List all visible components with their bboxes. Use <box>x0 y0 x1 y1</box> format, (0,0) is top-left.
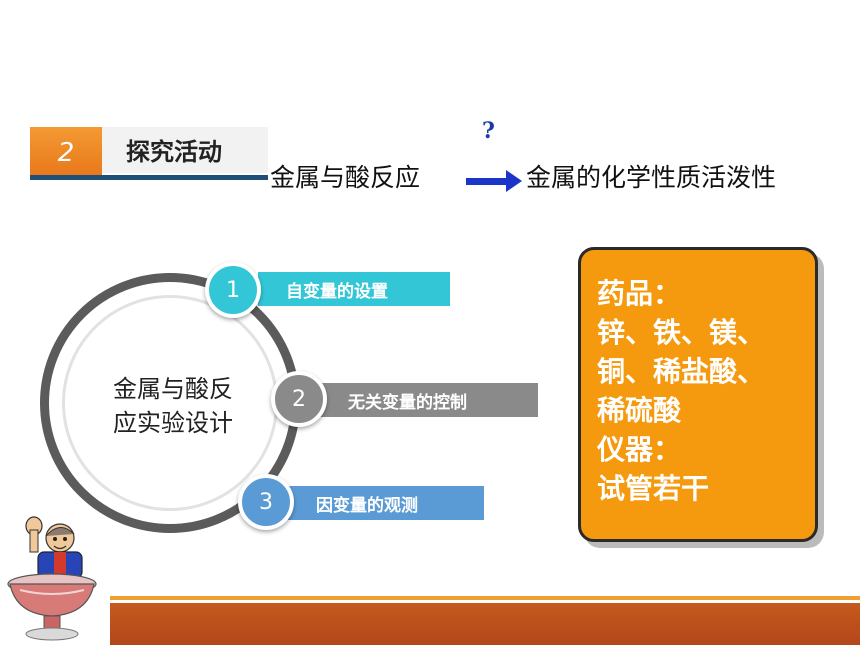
materials-line: 铜、稀盐酸、 <box>597 355 766 388</box>
step-1-circle[interactable]: 1 <box>205 262 261 318</box>
step-3-number: 3 <box>259 489 273 515</box>
relation-question-mark: ? <box>482 118 495 144</box>
step-2-bar[interactable]: 无关变量的控制 <box>320 383 538 417</box>
step-1-label: 自变量的设置 <box>286 281 388 302</box>
right-arrow-head-icon <box>506 170 522 192</box>
section-number: 2 <box>57 138 75 168</box>
materials-line: 药品： <box>597 277 682 310</box>
footer-accent-line <box>110 596 860 600</box>
section-tab-background <box>88 127 268 173</box>
relation-left-text: 金属与酸反应 <box>270 163 421 192</box>
ring-text-line-2: 应实验设计 <box>113 409 233 437</box>
materials-line: 试管若干 <box>597 472 710 505</box>
step-3-label: 因变量的观测 <box>316 495 418 516</box>
relation-right-text: 金属的化学性质活泼性 <box>526 163 777 192</box>
materials-box: 药品： 锌、铁、镁、 铜、稀盐酸、 稀硫酸 仪器： 试管若干 <box>578 247 818 542</box>
ring-center-text: 金属与酸反 应实验设计 <box>88 372 258 440</box>
section-underline <box>30 175 268 180</box>
section-number-badge: 2 <box>30 127 102 179</box>
materials-line: 锌、铁、镁、 <box>597 316 766 349</box>
materials-line: 稀硫酸 <box>597 394 682 427</box>
ring-text-line-1: 金属与酸反 <box>113 375 233 403</box>
section-title: 探究活动 <box>126 138 222 166</box>
step-1-bar[interactable]: 自变量的设置 <box>258 272 450 306</box>
footer-band <box>110 603 860 645</box>
right-arrow-icon <box>466 178 510 185</box>
step-1-number: 1 <box>226 277 240 303</box>
step-3-circle[interactable]: 3 <box>238 474 294 530</box>
step-2-circle[interactable]: 2 <box>271 371 327 427</box>
cartoon-presenter-icon <box>7 516 97 641</box>
step-2-label: 无关变量的控制 <box>348 392 467 413</box>
materials-line: 仪器： <box>597 433 682 466</box>
step-2-number: 2 <box>292 386 306 412</box>
step-3-bar[interactable]: 因变量的观测 <box>288 486 484 520</box>
